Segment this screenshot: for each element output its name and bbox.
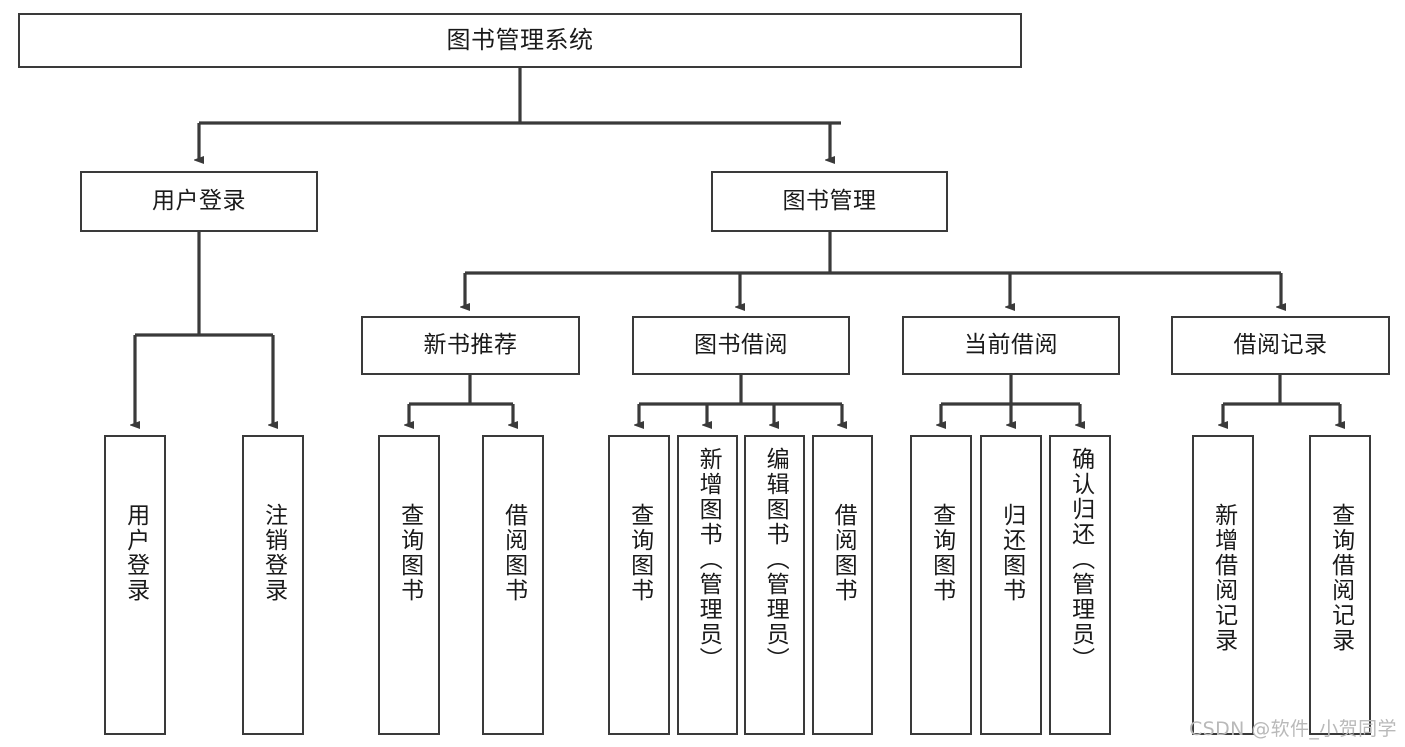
node-label: 借阅图书 (830, 503, 857, 603)
leaf-return-book[interactable]: 归还图书 (980, 435, 1042, 735)
node-label: 查询图书 (928, 503, 955, 603)
node-label: 当前借阅 (964, 331, 1058, 358)
node-label: 注销登录 (260, 503, 287, 603)
node-label: 新书推荐 (423, 331, 518, 358)
node-label: 用户登录 (152, 187, 246, 214)
node-label: 用户登录 (122, 503, 149, 603)
leaf-confirm-return-admin[interactable]: 确认归还（管理员） (1049, 435, 1111, 735)
node-root-system[interactable]: 图书管理系统 (18, 13, 1022, 68)
leaf-borrow-book-recommend[interactable]: 借阅图书 (482, 435, 544, 735)
node-label: 图书借阅 (694, 331, 788, 358)
node-book-manage[interactable]: 图书管理 (711, 171, 948, 232)
node-new-book-recommend[interactable]: 新书推荐 (361, 316, 580, 375)
watermark-text: CSDN @软件_小贺同学 (1189, 718, 1397, 740)
node-label: 新增图书（管理员） (695, 447, 722, 672)
leaf-edit-book-admin[interactable]: 编辑图书（管理员） (744, 435, 805, 735)
node-label: 查询借阅记录 (1327, 503, 1354, 653)
leaf-query-book-recommend[interactable]: 查询图书 (378, 435, 440, 735)
node-label: 图书管理 (782, 187, 877, 214)
leaf-borrow-book[interactable]: 借阅图书 (812, 435, 873, 735)
leaf-query-book-current[interactable]: 查询图书 (910, 435, 972, 735)
node-label: 借阅记录 (1233, 331, 1328, 358)
node-label: 确认归还（管理员） (1067, 447, 1094, 672)
leaf-logout[interactable]: 注销登录 (242, 435, 304, 735)
leaf-add-borrow-record[interactable]: 新增借阅记录 (1192, 435, 1254, 735)
node-user-login[interactable]: 用户登录 (80, 171, 318, 232)
node-current-borrow[interactable]: 当前借阅 (902, 316, 1120, 375)
node-label: 借阅图书 (500, 503, 527, 603)
node-label: 编辑图书（管理员） (762, 447, 789, 672)
node-borrow-record[interactable]: 借阅记录 (1171, 316, 1390, 375)
leaf-query-book-borrow[interactable]: 查询图书 (608, 435, 670, 735)
node-book-borrow[interactable]: 图书借阅 (632, 316, 850, 375)
node-label: 新增借阅记录 (1210, 503, 1237, 653)
node-label: 查询图书 (626, 503, 653, 603)
leaf-add-book-admin[interactable]: 新增图书（管理员） (677, 435, 738, 735)
leaf-user-login[interactable]: 用户登录 (104, 435, 166, 735)
node-label: 查询图书 (396, 503, 423, 603)
node-label: 图书管理系统 (446, 26, 594, 55)
node-label: 归还图书 (998, 503, 1025, 603)
leaf-query-borrow-record[interactable]: 查询借阅记录 (1309, 435, 1371, 735)
